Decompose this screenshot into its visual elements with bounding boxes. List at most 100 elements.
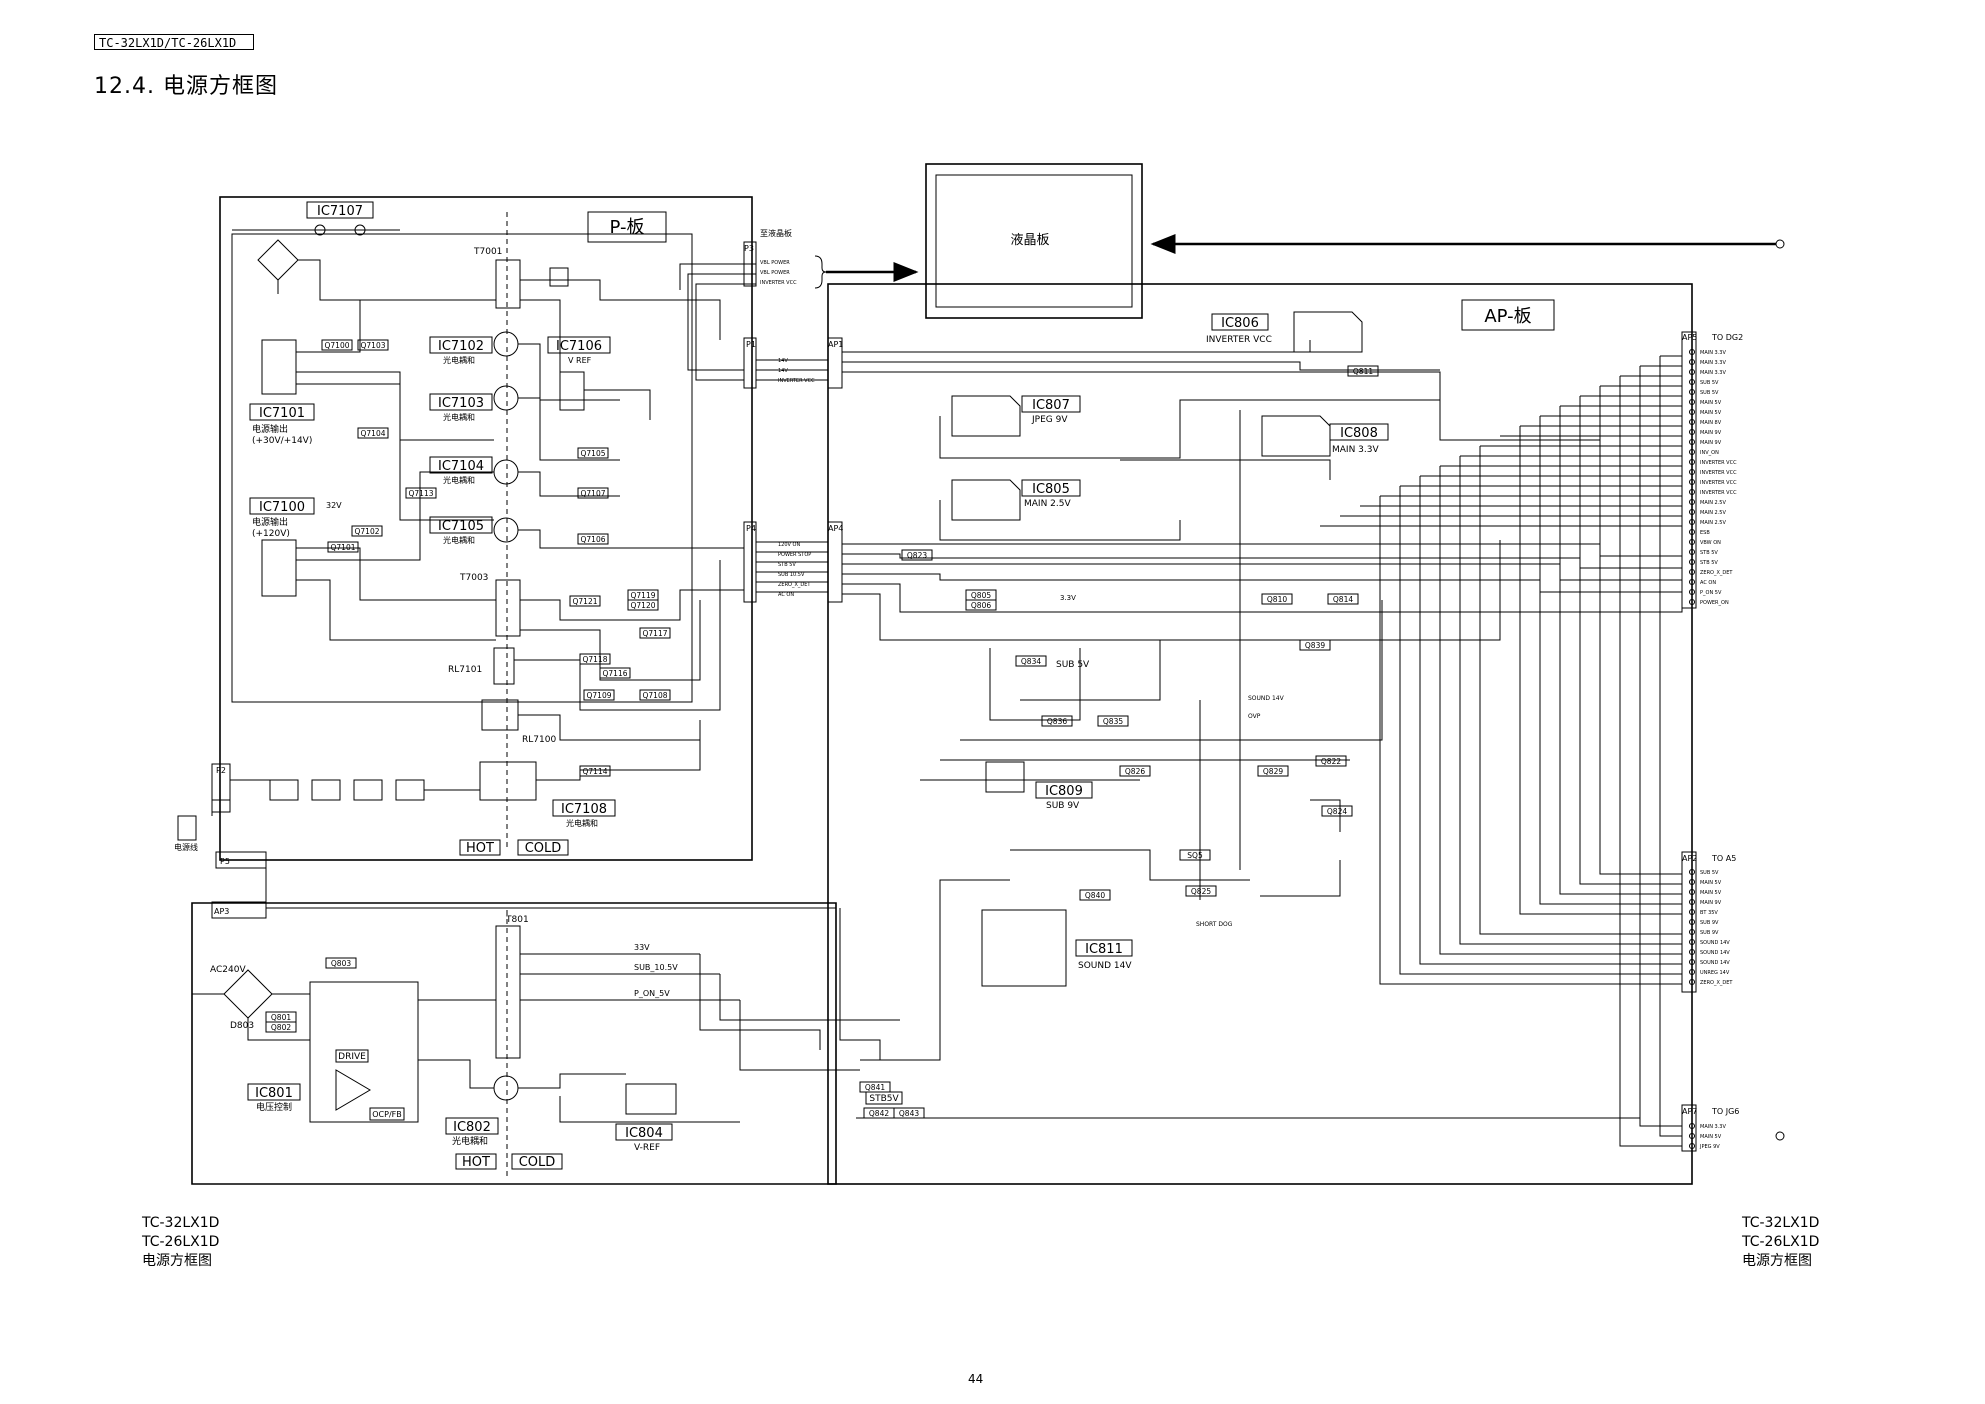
ap2-pin-label: SUB 5V (1700, 870, 1719, 876)
ic804-title: IC804 (625, 1126, 663, 1141)
ic807-chip (951, 395, 1021, 437)
ap5-pin-label: INVERTER VCC (1700, 490, 1737, 496)
ap5-pin-label: MAIN 2.5V (1700, 500, 1726, 506)
p-board-outline (219, 196, 753, 861)
q7106-label: Q7106 (581, 535, 606, 544)
footer-right-line-2: TC-26LX1D (1742, 1234, 1820, 1250)
p5-label: P5 (220, 857, 230, 866)
ap5-pin-pin-dot (1689, 409, 1695, 415)
ap5-pin-pin-dot (1689, 539, 1695, 545)
opto-7102 (493, 331, 519, 357)
ap5-pin-label: ESB (1700, 530, 1710, 536)
sq5-label: SQ5 (1187, 851, 1203, 860)
lcd-panel-label: 液晶板 (1010, 233, 1049, 248)
ic7100-title: IC7100 (259, 500, 305, 515)
ic7105-title-box (429, 516, 493, 534)
q822-label: Q822 (1321, 757, 1341, 766)
ic7102-subtitle: 光电耦和 (443, 355, 475, 365)
q7100-box (321, 339, 353, 351)
q814-box (1327, 593, 1359, 605)
t7003-label: T7003 (459, 573, 488, 583)
footer-left-line-3: 电源方框图 (142, 1253, 212, 1269)
ic7100-title-box (249, 497, 315, 515)
ap5-pin-pin-dot (1689, 359, 1695, 365)
p4-pin-5: ZERO_X_DET (778, 582, 811, 588)
ic7103-title-box (429, 393, 493, 411)
q7118-box (579, 653, 611, 665)
sound14v-label: SOUND 14V (1248, 695, 1285, 702)
rl7100-coil (481, 699, 519, 731)
power-plug (177, 815, 197, 841)
ic7102-title: IC7102 (438, 339, 484, 354)
q7120-label: Q7120 (631, 601, 656, 610)
ap2-pin-label: SOUND 14V (1700, 940, 1730, 946)
ic7103-title: IC7103 (438, 396, 484, 411)
ap2-pin-pin-dot (1689, 929, 1695, 935)
q841-label: Q841 (865, 1083, 885, 1092)
ic804-chip (625, 1083, 677, 1115)
ap5-pin-label: MAIN 9V (1700, 440, 1722, 446)
ic7102-title-box (429, 336, 493, 354)
ap5-pin-pin-dot (1689, 419, 1695, 425)
hot-label-box-top (459, 839, 501, 856)
q802-label: Q802 (271, 1023, 291, 1032)
q7103-box (357, 339, 389, 351)
q7101-box (327, 541, 359, 553)
power-board-outline (191, 902, 837, 1185)
ap5-pin-pin-dot (1689, 349, 1695, 355)
ap5-pin-pin-dot (1689, 459, 1695, 465)
p1-connector (743, 337, 757, 389)
q810-box (1261, 593, 1293, 605)
ic809-chip (985, 761, 1025, 793)
ap7-connector (1681, 1104, 1697, 1152)
ap2-pin-pin-dot (1689, 879, 1695, 885)
hot-label-box-bottom (455, 1153, 497, 1170)
p3-pin-3: INVERTER VCC (760, 280, 797, 286)
q7113-label: Q7113 (409, 489, 434, 498)
ic7107-title: IC7107 (317, 204, 363, 219)
ic802-title-box (445, 1117, 499, 1135)
ic811-chip (981, 909, 1067, 987)
ic801-title: IC801 (255, 1086, 293, 1101)
fuse-left (314, 224, 326, 236)
q824-box (1321, 805, 1353, 817)
cold-label-box-top (517, 839, 569, 856)
hot-label-bottom: HOT (462, 1155, 490, 1170)
ap5-pin-label: MAIN 2.5V (1700, 520, 1726, 526)
q840-box (1079, 889, 1111, 901)
rl7100-label: RL7100 (522, 735, 556, 745)
line-filter-4 (395, 779, 425, 801)
ap5-pin-pin-dot (1689, 449, 1695, 455)
footer-left: TC-32LX1D TC-26LX1D 电源方框图 (142, 1214, 219, 1271)
q806-box (965, 599, 997, 611)
ap2-pin-label: SOUND 14V (1700, 960, 1730, 966)
ic7108-subtitle: 光电耦和 (566, 818, 598, 828)
output-sub105-label: SUB_10.5V (634, 963, 678, 972)
ap2-pin-label: UNREG 14V (1700, 970, 1730, 976)
ic7108-title: IC7108 (561, 802, 607, 817)
ic7108-title-box (552, 799, 616, 817)
ap5-pin-pin-dot (1689, 589, 1695, 595)
short-det-label: SHORT DOG (1196, 921, 1233, 928)
q7107-label: Q7107 (581, 489, 606, 498)
ap5-pin-pin-dot (1689, 599, 1695, 605)
q7116-label: Q7116 (603, 669, 628, 678)
ap5-pin-label: MAIN 9V (1700, 430, 1722, 436)
ap5-pin-label: AC ON (1700, 580, 1716, 586)
ap5-pin-label: INVERTER VCC (1700, 460, 1737, 466)
q803-label: Q803 (331, 959, 351, 968)
lcd-top-label: 至液晶板 (760, 228, 792, 238)
ap2-pin-label: SUB 9V (1700, 930, 1719, 936)
ap4-connector (827, 521, 843, 603)
p1-pin-3: INVERTER VCC (778, 378, 815, 384)
drive-box (335, 1049, 369, 1063)
p3-pin-1: VBL POWER (760, 260, 790, 266)
ic7108-coupler (479, 761, 537, 801)
ap2-pin-pin-dot (1689, 959, 1695, 965)
ap5-pin-label: STB 5V (1700, 550, 1718, 556)
q7117-label: Q7117 (643, 629, 668, 638)
bridge-rectifier-top (257, 239, 299, 281)
v32-label: 32V (326, 501, 342, 510)
opto-7105 (493, 517, 519, 543)
